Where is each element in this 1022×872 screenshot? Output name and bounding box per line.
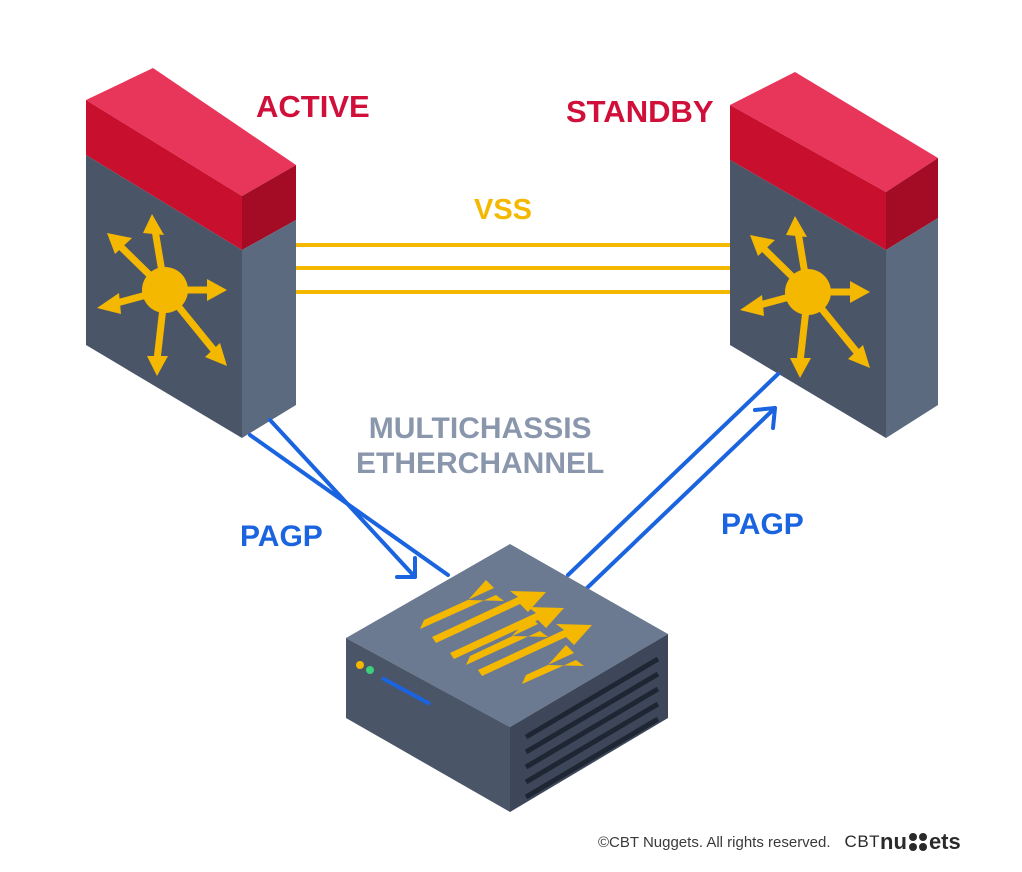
- cbt-nuggets-logo: CBT nu ets: [845, 829, 961, 855]
- pagp-left-label: PAGP: [240, 520, 323, 553]
- layer3-switch-icon: [740, 216, 870, 378]
- logo-part1: nu: [880, 829, 907, 854]
- vss-links: [296, 243, 730, 294]
- active-switch: [86, 68, 296, 438]
- multichassis-etherchannel-label: MULTICHASSIS ETHERCHANNEL: [356, 412, 604, 482]
- layer2-switch-icon: [420, 580, 592, 684]
- pagp-right-label: PAGP: [721, 508, 804, 541]
- logo-part2: ets: [928, 829, 961, 854]
- standby-switch: [730, 72, 938, 438]
- footer: ©CBT Nuggets. All rights reserved. CBT n…: [598, 829, 961, 855]
- pagp-link-right: [566, 372, 780, 590]
- multichassis-label-line2: ETHERCHANNEL: [356, 446, 605, 480]
- pagp-link-left: [248, 418, 450, 579]
- active-label: ACTIVE: [256, 89, 370, 124]
- nugget-dots-icon: [908, 833, 927, 851]
- multichassis-label-line1: MULTICHASSIS: [368, 412, 592, 445]
- access-switch: [346, 544, 668, 812]
- copyright-text: ©CBT Nuggets. All rights reserved.: [598, 833, 831, 851]
- logo-prefix: CBT: [844, 832, 881, 851]
- layer3-switch-icon: [97, 214, 227, 376]
- vss-label: VSS: [474, 194, 533, 226]
- standby-label: STANDBY: [566, 94, 714, 129]
